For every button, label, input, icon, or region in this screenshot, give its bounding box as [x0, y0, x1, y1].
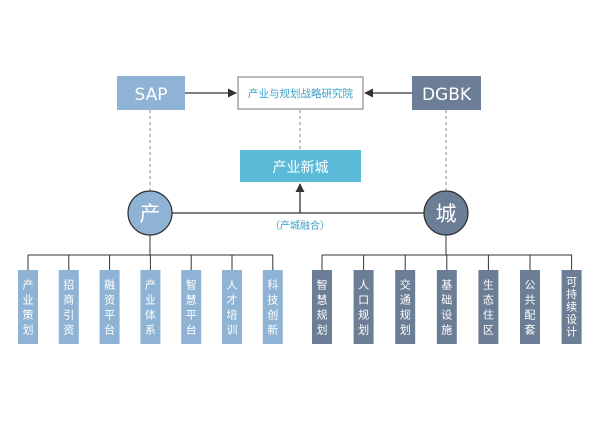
industry-item-4: 产业体系 — [140, 255, 161, 344]
industry-item-box — [181, 270, 202, 344]
city-circle-label: 城 — [436, 202, 457, 226]
city-item-label: 智慧规划 — [317, 278, 328, 337]
industry-item-box — [58, 270, 79, 344]
city-item-box — [353, 270, 374, 344]
city-item-6: 公共配套 — [520, 255, 540, 344]
industry-item-7: 科技创新 — [262, 255, 283, 344]
city-item-box — [520, 270, 540, 344]
city-item-label: 交通规划 — [400, 278, 411, 337]
industry-item-box — [18, 270, 38, 344]
city-item-label: 基础设施 — [441, 279, 452, 337]
city-item-1: 智慧规划 — [312, 255, 332, 344]
industry-item-box — [140, 270, 161, 344]
dgbk-box: DGBK — [412, 76, 481, 110]
industry-items: 产业策划 招商引资 融资平台 产业体系 智慧平台 人才培训 科技创新 — [18, 255, 283, 344]
sap-label: SAP — [135, 85, 168, 105]
industrial-city-label: 产业新城 — [273, 160, 329, 176]
city-item-box — [436, 270, 457, 344]
city-item-box — [478, 270, 499, 344]
industry-item-label: 人才培训 — [227, 279, 238, 337]
city-item-3: 交通规划 — [395, 255, 416, 344]
city-item-box — [395, 270, 416, 344]
industry-item-label: 融资平台 — [104, 279, 115, 337]
city-item-label: 可持续设计 — [566, 276, 577, 339]
industry-item-box — [99, 270, 120, 344]
city-item-7: 可持续设计 — [561, 255, 582, 344]
fusion-label: （产城融合） — [270, 219, 330, 232]
industry-item-label: 智慧平台 — [186, 278, 197, 337]
city-item-label: 生态住区 — [483, 278, 494, 337]
industry-item-label: 产业体系 — [145, 278, 156, 337]
city-item-5: 生态住区 — [478, 255, 499, 344]
institute-box: 产业与规划战略研究院 — [237, 76, 364, 110]
industry-circle: 产 — [127, 190, 173, 236]
institute-label: 产业与规划战略研究院 — [248, 87, 353, 100]
city-circle: 城 — [423, 190, 469, 236]
industry-item-5: 智慧平台 — [181, 255, 202, 344]
industrial-city-box: 产业新城 — [240, 150, 361, 182]
industry-item-1: 产业策划 — [18, 255, 38, 344]
city-item-box — [561, 270, 582, 344]
industry-item-label: 科技创新 — [267, 278, 278, 337]
industry-item-label: 招商引资 — [63, 278, 74, 337]
industry-item-label: 产业策划 — [23, 278, 34, 337]
industry-item-2: 招商引资 — [58, 255, 79, 344]
city-item-label: 公共配套 — [525, 279, 536, 337]
industry-circle-label: 产 — [140, 202, 161, 226]
industry-item-6: 人才培训 — [222, 255, 242, 344]
industry-item-3: 融资平台 — [99, 255, 120, 344]
city-item-label: 人口规划 — [358, 279, 369, 337]
industry-item-box — [222, 270, 242, 344]
dgbk-label: DGBK — [422, 85, 472, 105]
city-item-box — [312, 270, 332, 344]
industry-item-box — [262, 270, 283, 344]
city-item-4: 基础设施 — [436, 255, 457, 344]
sap-box: SAP — [117, 76, 185, 110]
city-items: 智慧规划 人口规划 交通规划 基础设施 生态住区 公共配套 可持续设计 — [312, 255, 582, 344]
city-item-2: 人口规划 — [353, 255, 374, 344]
